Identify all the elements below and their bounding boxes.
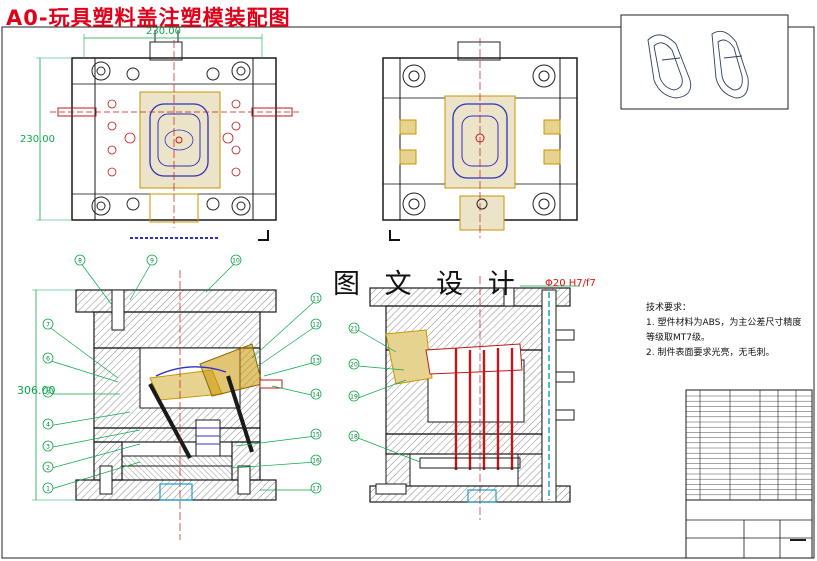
title-block [685,389,813,559]
leader-lines-right [357,285,580,463]
balloon-callout-right-0: 21 [348,322,360,334]
balloon-callout-left-4: 6 [42,352,54,364]
balloon-number: 21 [350,326,358,333]
balloon-callout-right-1: 20 [348,358,360,370]
dimension-top-width: 230.00 [146,26,181,37]
balloon-callout-left-9: 1 [42,482,54,494]
leader-lines-left [47,261,317,491]
balloon-number: 16 [312,458,320,465]
technical-requirements: 技术要求： 1. 塑件材料为ABS，为主公差尺寸精度等级取MT7级。 2. 制件… [646,301,808,361]
balloon-number: 5 [46,390,50,397]
tech-requirement-1: 1. 塑件材料为ABS，为主公差尺寸精度等级取MT7级。 [646,318,802,343]
balloon-callout-left-11: 12 [310,318,322,330]
balloon-callout-left-15: 16 [310,454,322,466]
balloon-number: 15 [312,432,320,439]
balloon-number: 4 [46,422,50,429]
balloon-callout-left-2: 10 [230,254,242,266]
balloon-number: 11 [312,296,320,303]
balloon-callout-left-5: 5 [42,386,54,398]
balloon-number: 20 [350,362,358,369]
dimension-section-height: 306.00 [17,384,56,397]
balloon-callout-right-3: 18 [348,430,360,442]
balloon-callout-left-12: 13 [310,354,322,366]
plan-view-right [382,38,578,241]
plan-view-left [36,30,300,241]
balloon-callout-left-3: 7 [42,318,54,330]
balloon-callout-left-10: 11 [310,292,322,304]
tech-requirement-2: 2. 制件表面要求光亮，无毛刺。 [646,348,775,358]
balloon-callout-left-7: 3 [42,440,54,452]
section-view-right [369,276,575,520]
balloon-callout-left-13: 14 [310,388,322,400]
balloon-number: 9 [150,258,154,265]
balloon-callout-left-8: 2 [42,461,54,473]
balloon-callout-left-16: 17 [310,482,322,494]
balloon-number: 1 [46,486,50,493]
balloon-callout-left-0: 8 [74,254,86,266]
balloon-number: 10 [232,258,240,265]
balloon-number: 6 [46,356,50,363]
drawing-frame [1,26,815,559]
balloon-number: 2 [46,465,50,472]
balloon-number: 13 [312,358,320,365]
fit-tolerance-note: Φ20 H7/f7 [545,278,596,289]
balloon-callout-right-2: 19 [348,390,360,402]
balloon-callout-left-1: 9 [146,254,158,266]
tech-requirements-heading: 技术要求： [646,303,692,313]
dimension-top-height: 230.00 [20,134,55,145]
balloon-number: 19 [350,394,358,401]
balloon-number: 14 [312,392,320,399]
balloon-number: 3 [46,444,50,451]
balloon-callout-left-14: 15 [310,428,322,440]
balloon-number: 8 [78,258,82,265]
balloon-number: 17 [312,486,320,493]
drawing-title: A0-玩具塑料盖注塑模装配图 [6,6,291,30]
section-view-left [32,270,283,540]
balloon-number: 7 [46,322,50,329]
watermark-text: 图 文 设 计 [333,269,523,300]
isometric-preview [620,14,789,110]
balloon-callout-left-6: 4 [42,418,54,430]
balloon-number: 12 [312,322,320,329]
balloon-number: 18 [350,434,358,441]
